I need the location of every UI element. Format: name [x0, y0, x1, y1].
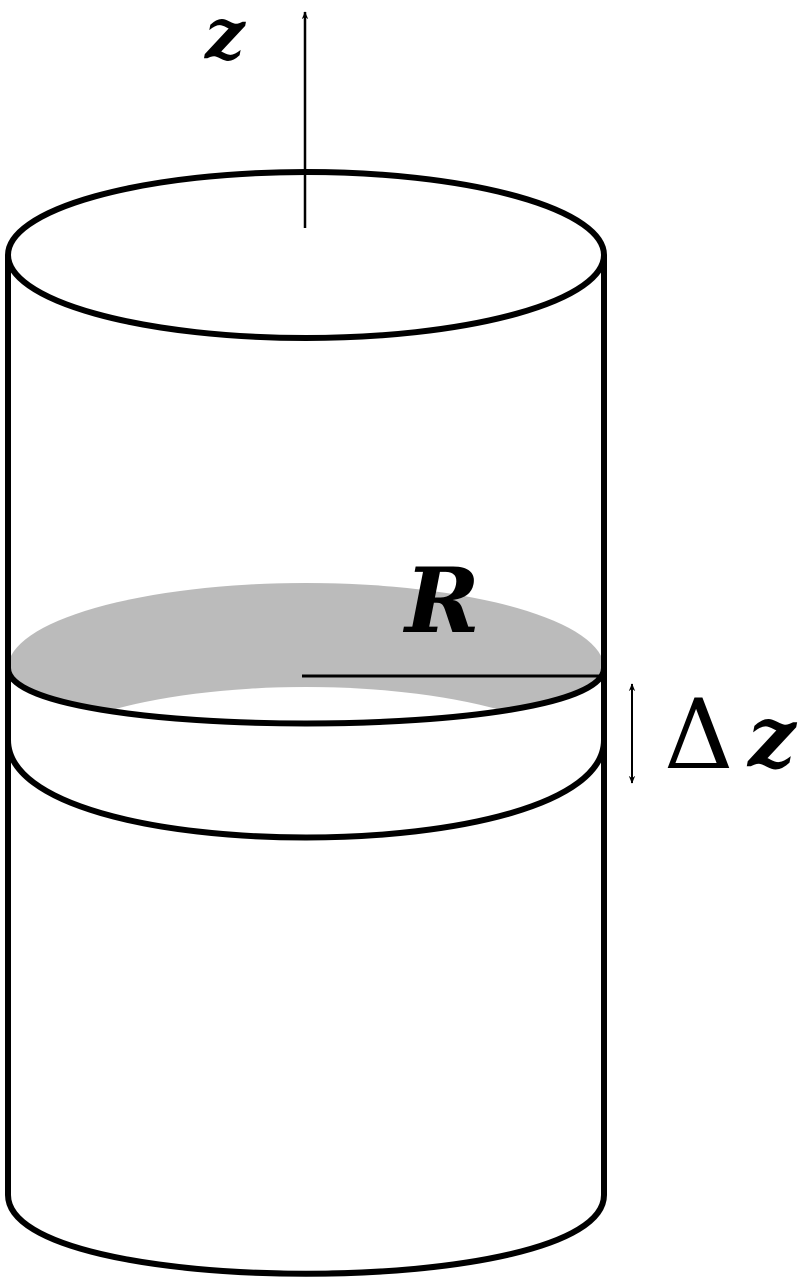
- slice-lower-front-arc: [5, 739, 607, 841]
- slice-band: [8, 668, 604, 838]
- delta-z-variable: z: [746, 687, 798, 786]
- z-axis-label: z: [203, 0, 246, 75]
- cylinder-bottom-arc: [5, 1194, 607, 1277]
- delta-symbol: Δ: [664, 679, 733, 791]
- radius-label: R: [402, 548, 480, 654]
- slice-upper-front-arc: [5, 667, 607, 727]
